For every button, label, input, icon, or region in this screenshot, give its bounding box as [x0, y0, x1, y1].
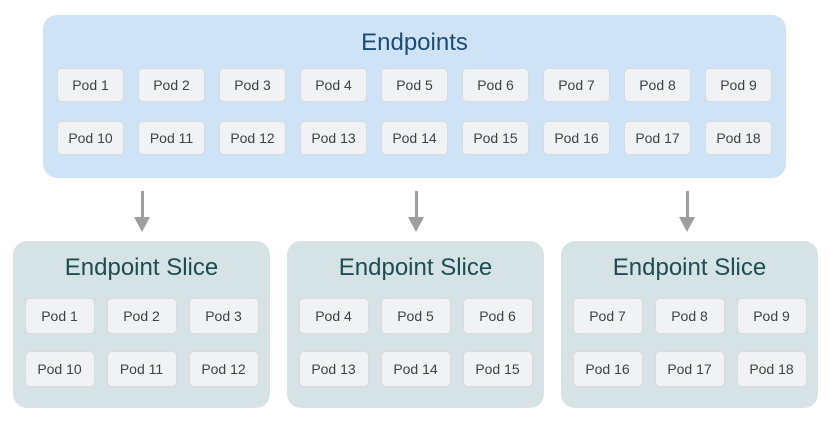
pod-box: Pod 7	[572, 298, 643, 334]
arrow-stem	[140, 191, 144, 217]
pod-box: Pod 18	[705, 121, 772, 155]
pod-box: Pod 1	[57, 68, 124, 102]
pod-box: Pod 3	[219, 68, 286, 102]
pod-box: Pod 17	[624, 121, 691, 155]
slice-pod-grid: Pod 4 Pod 5 Pod 6 Pod 13 Pod 14 Pod 15	[298, 298, 533, 387]
arrow-stem	[414, 191, 418, 217]
pod-box: Pod 10	[24, 351, 95, 387]
slice-pod-grid: Pod 1 Pod 2 Pod 3 Pod 10 Pod 11 Pod 12	[24, 298, 259, 387]
pod-box: Pod 13	[300, 121, 367, 155]
endpoints-title: Endpoints	[361, 29, 468, 56]
pod-box: Pod 16	[572, 351, 643, 387]
pod-box: Pod 11	[138, 121, 205, 155]
pod-box: Pod 18	[736, 351, 807, 387]
slice-pod-grid: Pod 7 Pod 8 Pod 9 Pod 16 Pod 17 Pod 18	[572, 298, 807, 387]
arrow-stem	[685, 191, 689, 217]
arrow-down-icon	[679, 191, 695, 232]
endpoint-slice-title: Endpoint Slice	[612, 254, 767, 281]
pod-box: Pod 14	[381, 121, 448, 155]
pod-box: Pod 14	[380, 351, 451, 387]
pod-box: Pod 10	[57, 121, 124, 155]
arrow-head	[679, 217, 695, 232]
pod-box: Pod 6	[462, 68, 529, 102]
pod-box: Pod 8	[624, 68, 691, 102]
pod-box: Pod 17	[654, 351, 725, 387]
pod-box: Pod 1	[24, 298, 95, 334]
endpoints-pod-grid: Pod 1 Pod 2 Pod 3 Pod 4 Pod 5 Pod 6 Pod 7 Pod 8…	[43, 58, 786, 155]
pod-box: Pod 3	[188, 298, 259, 334]
arrow-down-icon	[408, 191, 424, 232]
pod-box: Pod 7	[543, 68, 610, 102]
pod-box: Pod 4	[298, 298, 369, 334]
pod-box: Pod 9	[736, 298, 807, 334]
pod-box: Pod 8	[654, 298, 725, 334]
pod-box: Pod 5	[381, 68, 448, 102]
pod-box: Pod 13	[298, 351, 369, 387]
pod-box: Pod 15	[462, 121, 529, 155]
pod-box: Pod 12	[188, 351, 259, 387]
arrow-head	[134, 217, 150, 232]
pod-box: Pod 9	[705, 68, 772, 102]
pod-box: Pod 16	[543, 121, 610, 155]
arrow-down-icon	[134, 191, 150, 232]
endpoint-slice-title: Endpoint Slice	[338, 254, 493, 281]
arrow-head	[408, 217, 424, 232]
pod-box: Pod 15	[462, 351, 533, 387]
pod-box: Pod 6	[462, 298, 533, 334]
pod-box: Pod 4	[300, 68, 367, 102]
pod-box: Pod 12	[219, 121, 286, 155]
pod-box: Pod 5	[380, 298, 451, 334]
endpoints-box: Endpoints Pod 1 Pod 2 Pod 3 Pod 4 Pod 5 Pod 6…	[43, 15, 786, 178]
endpoint-slice-title: Endpoint Slice	[64, 254, 219, 281]
pod-box: Pod 11	[106, 351, 177, 387]
pod-box: Pod 2	[138, 68, 205, 102]
pod-box: Pod 2	[106, 298, 177, 334]
